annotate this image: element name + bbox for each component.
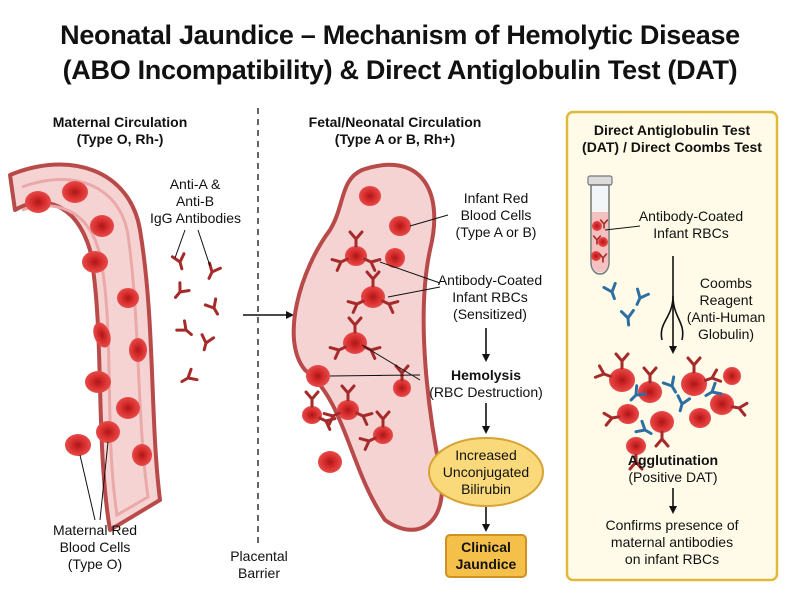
main-title-line2: (ABO Incompatibility) & Direct Antiglobu… xyxy=(62,55,738,85)
maternal-rbc-callout-line xyxy=(79,441,109,521)
hemolysis-label: Hemolysis (RBC Destruction) xyxy=(429,367,543,400)
maternal-header: Maternal Circulation (Type O, Rh-) xyxy=(52,114,188,147)
bilirubin-label: Increased Unconjugated Bilirubin xyxy=(442,447,530,497)
maternal-vessel xyxy=(8,162,162,532)
maternal-rbc-group xyxy=(25,181,152,466)
agglutination-cluster xyxy=(593,352,749,471)
dat-header: Direct Antiglobulin Test (DAT) / Direct … xyxy=(582,122,762,155)
fetal-rbc-group xyxy=(306,186,411,473)
agglutination-label: Agglutination (Positive DAT) xyxy=(627,452,719,485)
confirm-label: Confirms presence of maternal antibodies… xyxy=(605,517,739,567)
placental-barrier-label: Placental Barrier xyxy=(230,548,288,581)
infant-rbc-label: Infant Red Blood Cells (Type A or B) xyxy=(455,190,537,240)
maternal-rbc-label: Maternal Red Blood Cells (Type O) xyxy=(52,522,138,572)
bilirubin-ellipse xyxy=(428,437,544,507)
coombs-reagent-label: Coombs Reagent (Anti-Human Globulin) xyxy=(686,275,766,342)
tube-label: Antibody-Coated Infant RBCs xyxy=(638,208,744,241)
jaundice-box xyxy=(445,534,527,578)
main-title-line1: Neonatal Jaundice – Mechanism of Hemolyt… xyxy=(60,20,740,50)
maternal-antibody-group xyxy=(169,252,225,389)
coated-rbc-label: Antibody-Coated Infant RBCs (Sensitized) xyxy=(437,272,543,322)
fetal-header: Fetal/Neonatal Circulation (Type A or B,… xyxy=(308,114,482,147)
coated-rbc-callout-line xyxy=(379,261,441,298)
antibody-callout-line xyxy=(174,229,211,267)
fetal-coated-rbc-group xyxy=(302,230,411,451)
jaundice-label: Clinical Jaundice xyxy=(455,539,517,572)
antibodies-label: Anti-A & Anti-B IgG Antibodies xyxy=(150,176,242,226)
tube-callout-line xyxy=(604,225,641,231)
hemolysis-callout-line xyxy=(329,344,421,381)
dat-test-tube xyxy=(587,175,613,275)
infant-rbc-callout-line xyxy=(409,214,449,227)
